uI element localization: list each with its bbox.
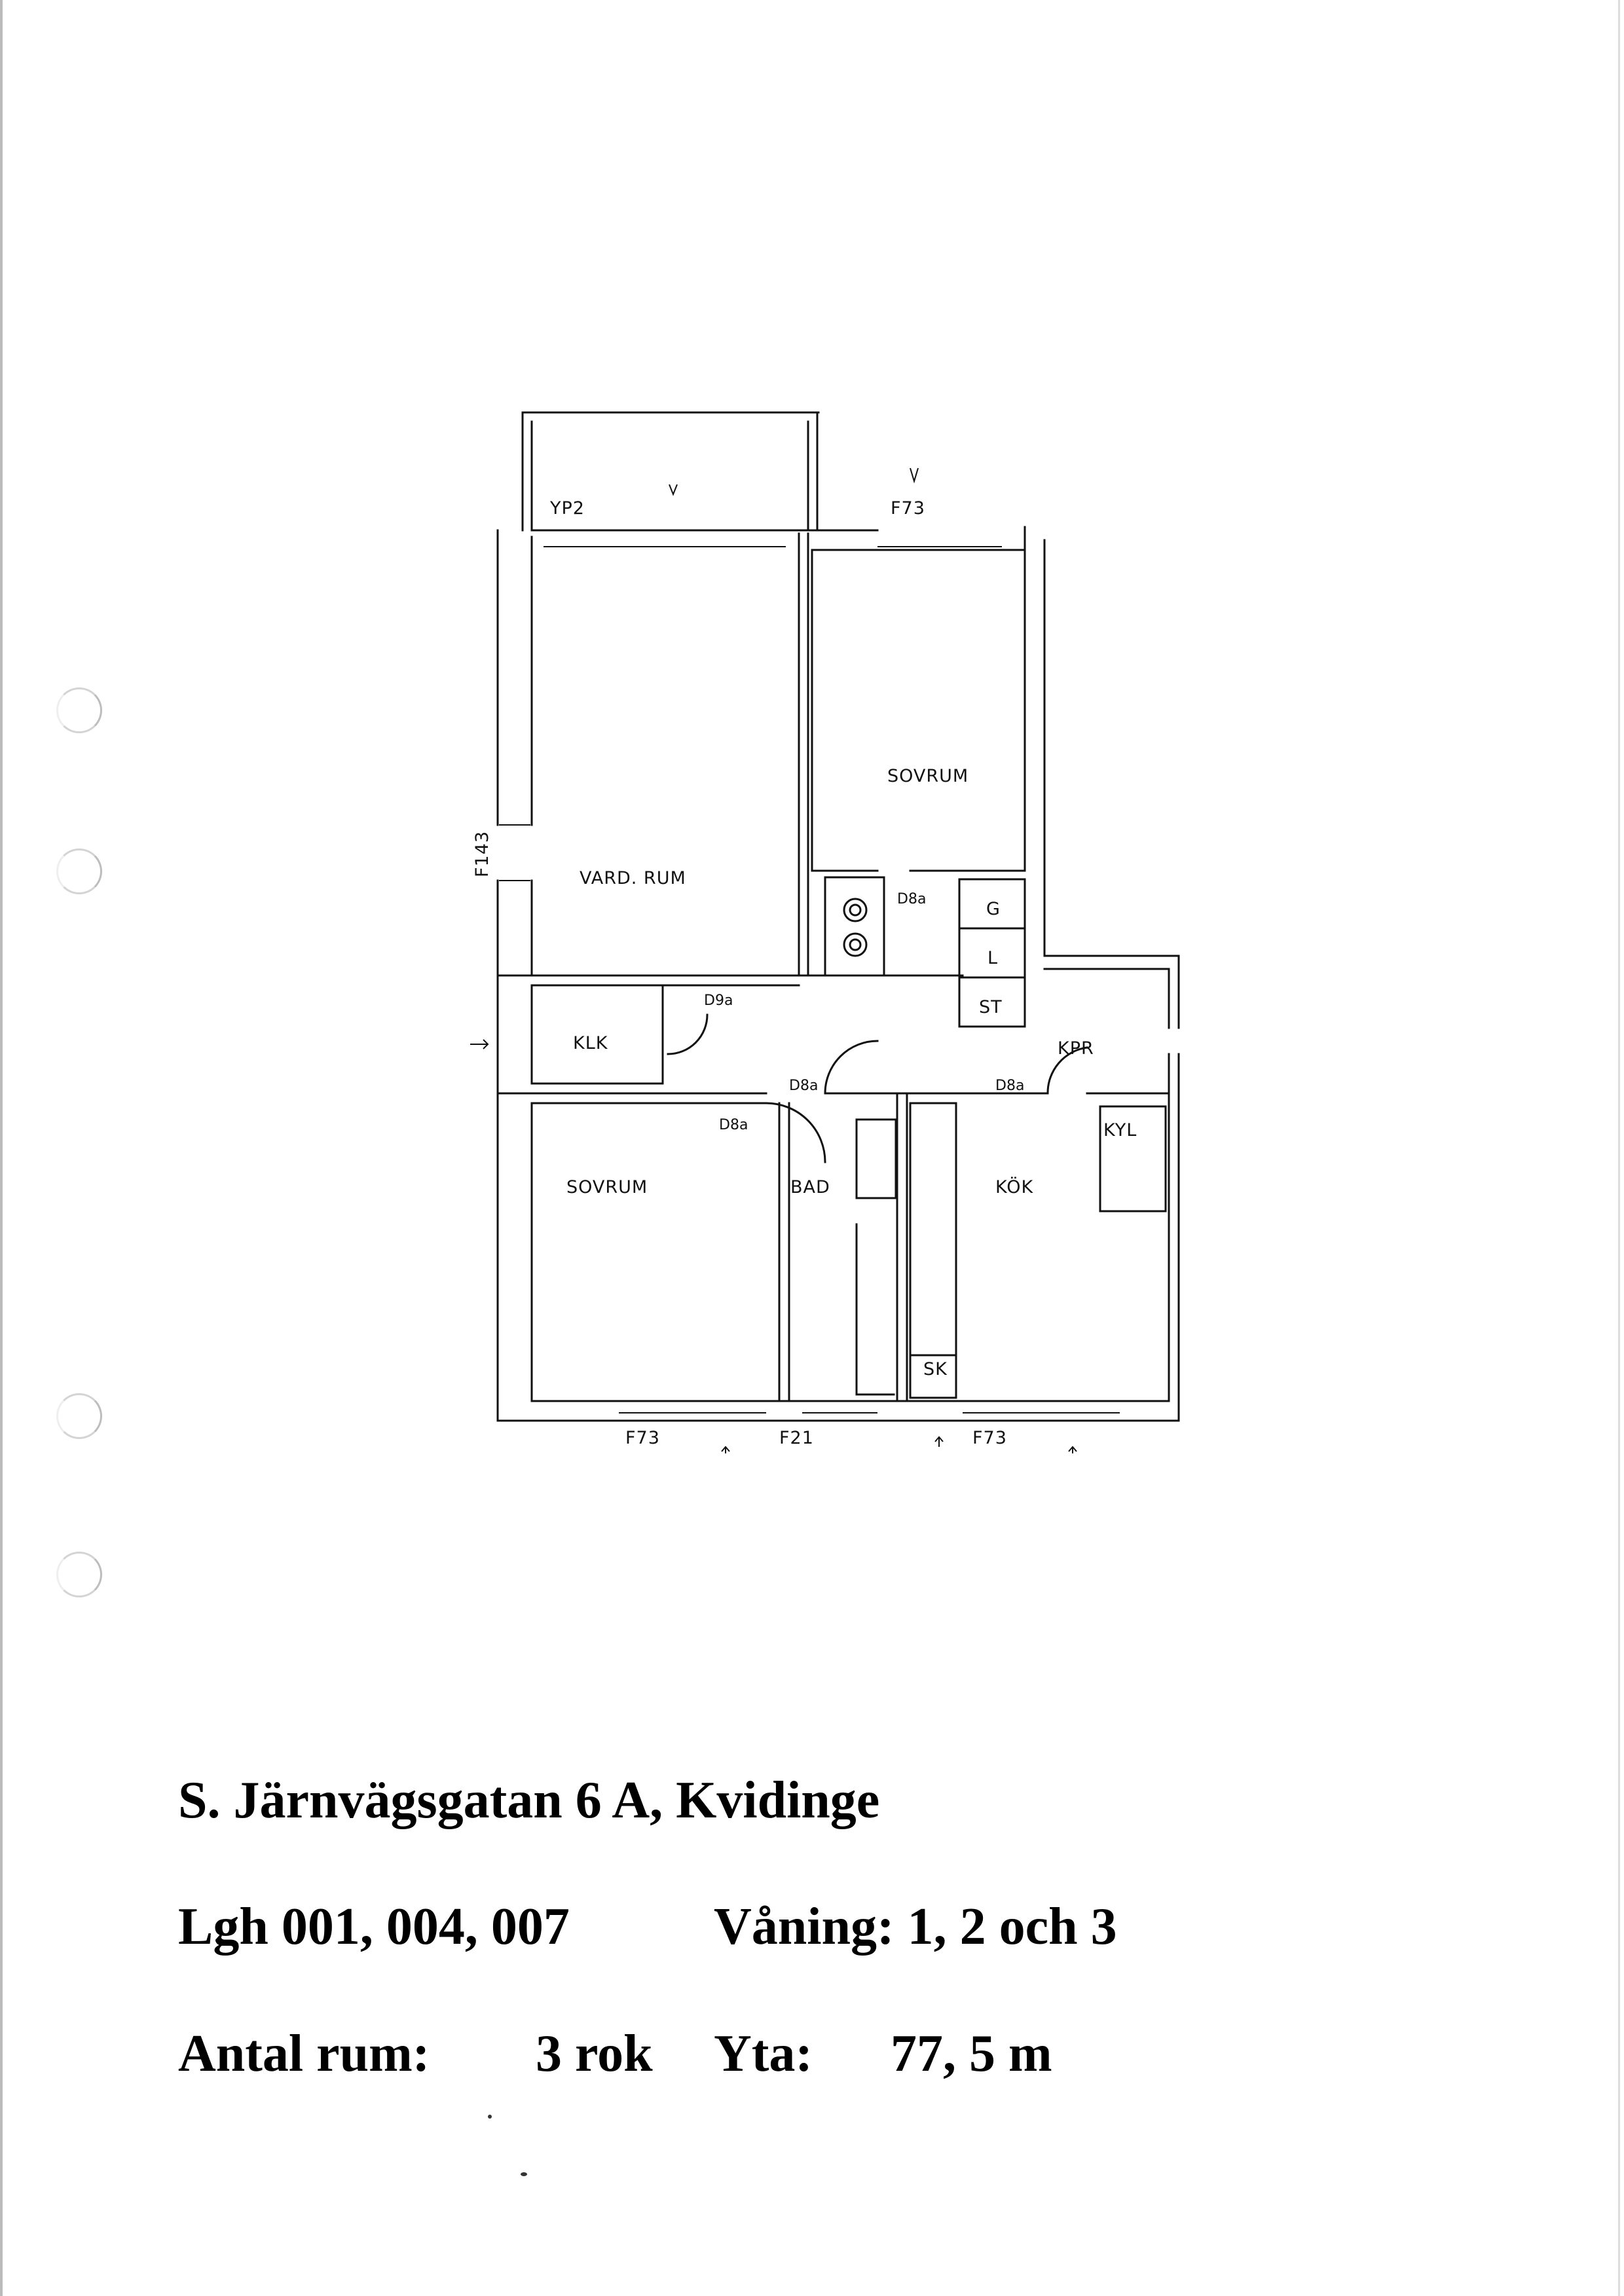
room-label-vardrum: VARD. RUM — [580, 868, 686, 888]
window-code-yp2: YP2 — [549, 498, 585, 519]
arrow-down-icon — [910, 467, 919, 484]
kitchen-counter — [909, 1102, 957, 1399]
bath-sink — [855, 1118, 897, 1199]
door-code-d9a: D9a — [704, 993, 733, 1009]
scan-speck — [488, 2115, 492, 2119]
floor-levels: Våning: 1, 2 och 3 — [714, 1898, 1117, 1956]
fixture-l: L — [987, 948, 998, 968]
window-f143 — [499, 824, 530, 881]
area-value: 77, 5 m — [891, 2025, 1052, 2083]
punch-hole — [56, 1552, 102, 1597]
stove-burner-inner — [849, 903, 862, 917]
punch-hole — [56, 848, 102, 894]
fridge — [1099, 1105, 1167, 1212]
room-count-value: 3 rok — [536, 2025, 653, 2083]
door-code-d8a-kok: D8a — [995, 1078, 1024, 1094]
window-code-f73-top: F73 — [891, 498, 925, 519]
stove-burner — [843, 932, 868, 957]
room-label-bad: BAD — [790, 1177, 830, 1197]
arrow-down-icon — [669, 484, 678, 496]
fixture-kpr: KPR — [1058, 1038, 1094, 1059]
arrow-up-icon — [721, 1446, 730, 1453]
room-label-klk: KLK — [573, 1033, 608, 1053]
room-label-kok: KÖK — [995, 1176, 1033, 1197]
fixture-g: G — [986, 899, 1001, 919]
door-code-d8a-bad: D8a — [789, 1078, 818, 1094]
room-count-label: Antal rum: — [178, 2025, 430, 2083]
bath-tub — [855, 1223, 895, 1396]
fixture-st: ST — [979, 997, 1003, 1017]
stove-burner-inner — [849, 938, 862, 951]
room-label-sovrum-bottom: SOVRUM — [566, 1177, 648, 1197]
storage-st — [958, 976, 1026, 1028]
stove-box — [824, 876, 885, 977]
arrow-right-icon — [470, 1039, 489, 1049]
fixture-kyl: KYL — [1103, 1120, 1137, 1140]
property-address: S. Järnvägsgatan 6 A, Kvidinge — [178, 1772, 880, 1829]
window-code-f143: F143 — [472, 831, 492, 877]
window-code-f73-bottom-right: F73 — [972, 1428, 1007, 1448]
stove-burner — [843, 898, 868, 922]
area-label: Yta: — [714, 2025, 813, 2083]
door-code-d8a-hall: D8a — [897, 891, 926, 907]
door-swing-kitchen — [1046, 1046, 1088, 1095]
window-code-f73-bottom-left: F73 — [625, 1428, 660, 1448]
arrow-up-icon — [1068, 1446, 1077, 1453]
door-swing-klk — [667, 1013, 709, 1055]
punch-hole — [56, 1393, 102, 1439]
arrow-up-icon — [934, 1436, 944, 1447]
door-swing-bath — [824, 1040, 879, 1095]
scan-speck — [521, 2172, 527, 2176]
room-label-sovrum-top: SOVRUM — [887, 766, 969, 786]
punch-hole — [56, 687, 102, 733]
floor-plan: VARD. RUM SOVRUM SOVRUM KLK BAD KÖK G L … — [458, 399, 1192, 1453]
door-code-d8a-sovrum: D8a — [719, 1117, 748, 1133]
window-code-f21: F21 — [779, 1428, 814, 1448]
fixture-sk: SK — [923, 1359, 948, 1379]
klk-closet — [530, 984, 664, 1085]
scan-right-edge — [1618, 0, 1620, 2296]
floor-plan-drawing: VARD. RUM SOVRUM SOVRUM KLK BAD KÖK G L … — [470, 411, 1180, 1453]
door-swing-bedroom — [765, 1102, 826, 1163]
scan-left-edge — [0, 0, 3, 2296]
apartment-numbers: Lgh 001, 004, 007 — [178, 1898, 570, 1956]
